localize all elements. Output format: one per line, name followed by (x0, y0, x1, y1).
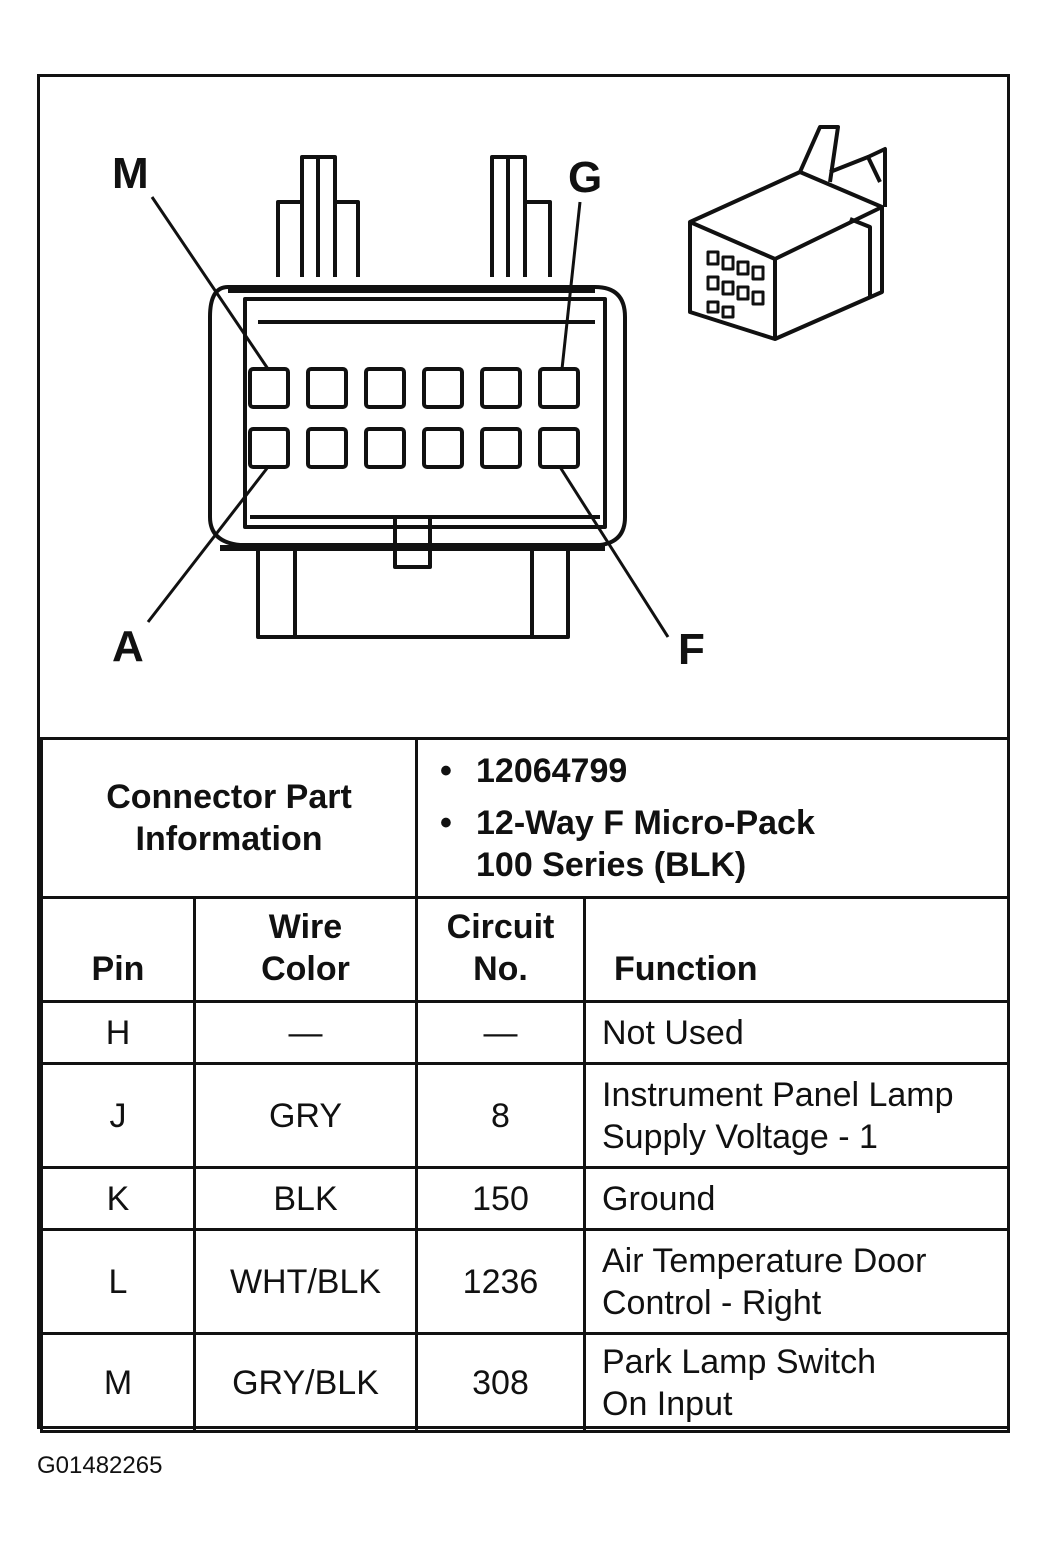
function-cell: Park Lamp Switch On Input (583, 1332, 1010, 1433)
header-circuit-no: Circuit No. (415, 896, 586, 1003)
function-cell: Air Temperature Door Control - Right (583, 1228, 1010, 1335)
circuit-cell: 1236 (415, 1228, 586, 1335)
pin-label-f: F (678, 625, 705, 674)
pin-cell: L (40, 1228, 196, 1335)
table-row: L WHT/BLK 1236 Air Temperature Door Cont… (40, 1228, 1010, 1335)
connector-info-row: Connector Part Information 12064799 12-W… (40, 737, 1010, 899)
table-row: K BLK 150 Ground (40, 1166, 1010, 1231)
circuit-cell: — (415, 1000, 586, 1065)
pin-cell: J (40, 1062, 196, 1169)
function-cell: Not Used (583, 1000, 1010, 1065)
wire-color-cell: GRY (193, 1062, 418, 1169)
header-wire-color: Wire Color (193, 896, 418, 1003)
part-number: 12064799 (440, 750, 1007, 792)
connector-part-details: 12064799 12-Way F Micro-Pack 100 Series … (415, 737, 1010, 899)
pin-label-a: A (112, 622, 144, 671)
pin-cell: H (40, 1000, 196, 1065)
pin-cell: M (40, 1332, 196, 1433)
pin-cell: K (40, 1166, 196, 1231)
circuit-cell: 308 (415, 1332, 586, 1433)
connector-part-information-label: Connector Part Information (40, 737, 418, 899)
table-row: H — — Not Used (40, 1000, 1010, 1065)
connector-diagram: M G A F (40, 77, 1007, 739)
function-cell: Ground (583, 1166, 1010, 1231)
figure-frame: M G A F Connector Part Information 12064… (37, 74, 1010, 1433)
pin-cavities (248, 367, 580, 469)
pin-label-m: M (112, 149, 149, 198)
header-pin: Pin (40, 896, 196, 1003)
wire-color-cell: GRY/BLK (193, 1332, 418, 1433)
pin-label-g: G (568, 153, 603, 202)
table-row: M GRY/BLK 308 Park Lamp Switch On Input (40, 1332, 1010, 1433)
header-function: Function (583, 896, 1010, 1003)
wire-color-cell: WHT/BLK (193, 1228, 418, 1335)
connector-isometric-view (688, 125, 887, 341)
part-description: 12-Way F Micro-Pack 100 Series (BLK) (440, 802, 846, 886)
column-header-row: Pin Wire Color Circuit No. Function (40, 896, 1010, 1003)
circuit-cell: 150 (415, 1166, 586, 1231)
function-cell: Instrument Panel Lamp Supply Voltage - 1 (583, 1062, 1010, 1169)
wire-color-cell: — (193, 1000, 418, 1065)
table-row: J GRY 8 Instrument Panel Lamp Supply Vol… (40, 1062, 1010, 1169)
wire-color-cell: BLK (193, 1166, 418, 1231)
connector-pinout-table: Connector Part Information 12064799 12-W… (40, 737, 1010, 1433)
circuit-cell: 8 (415, 1062, 586, 1169)
connector-face-drawing (146, 125, 887, 639)
figure-code: G01482265 (37, 1452, 163, 1479)
